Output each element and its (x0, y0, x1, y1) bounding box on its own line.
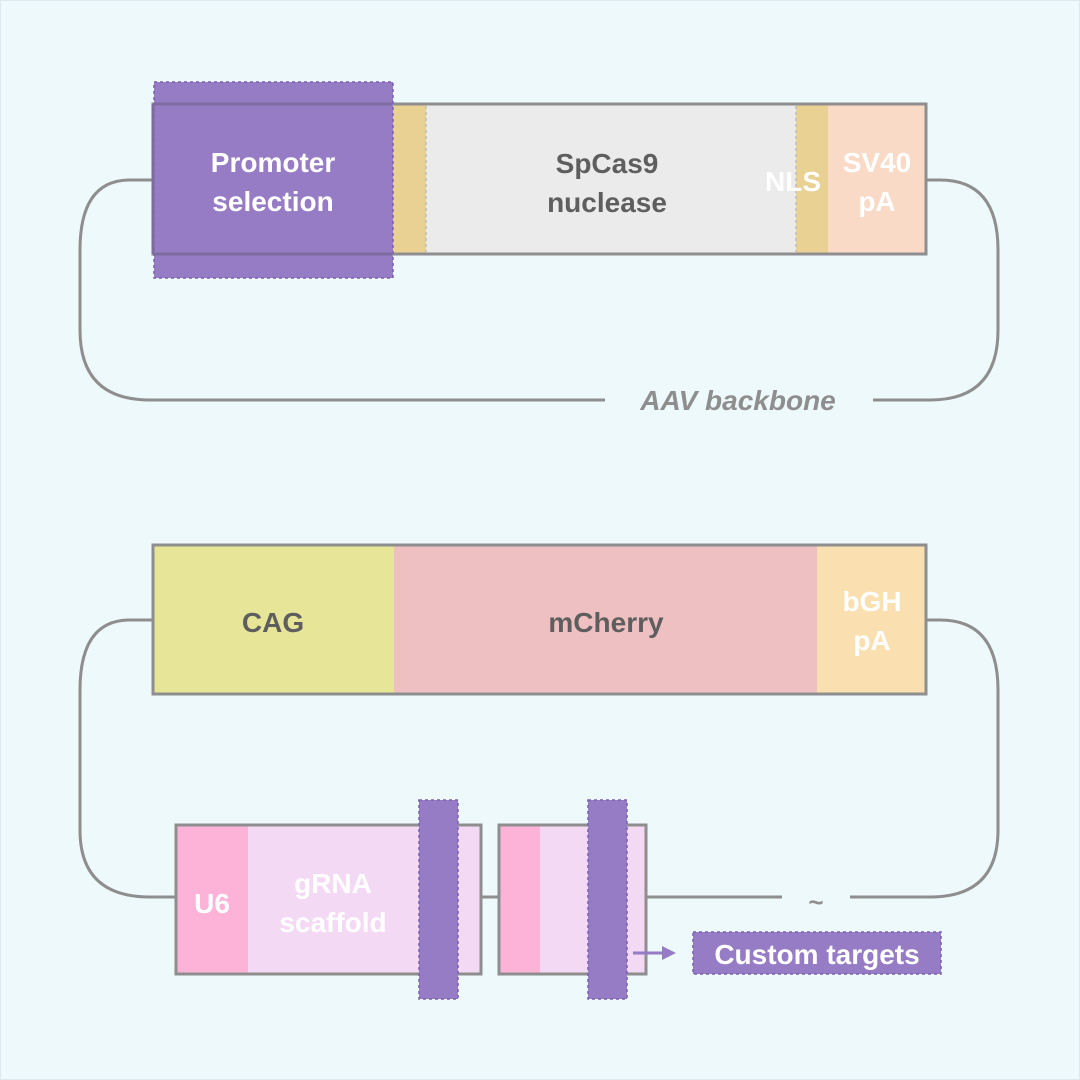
bgh-segment (817, 545, 926, 694)
u6-segment (176, 825, 248, 974)
grna-cassette-2-outline (497, 823, 648, 976)
bgh-label-line1: bGH (842, 586, 901, 617)
mcherry-segment (394, 545, 817, 694)
u6-segment (499, 825, 540, 974)
custom-target-insert[interactable] (418, 799, 459, 1000)
custom-targets-badge[interactable] (692, 931, 942, 975)
continuation-tilde: ~ (808, 887, 823, 917)
grna-cassette-1-outline (174, 823, 483, 976)
sv40-label-line1: SV40 (843, 147, 912, 178)
bgh-label-line2: pA (853, 625, 890, 656)
u6-label: U6 (194, 888, 230, 919)
promoter-label-line2: selection (212, 186, 333, 217)
custom-target-insert[interactable] (587, 799, 628, 1000)
nls-label: NLS (765, 166, 821, 197)
backbone-line-right (873, 178, 1000, 402)
backbone-line-left (78, 178, 605, 402)
cas9-label-line2: nuclease (547, 187, 667, 218)
arrow-icon (662, 946, 676, 960)
cas9-label-line1: SpCas9 (556, 148, 659, 179)
nls-segment (796, 104, 828, 254)
cas9-segment (426, 104, 796, 254)
promoter-label-line1: Promoter (211, 147, 336, 178)
vector-2: ~ CAG mCherry bGH pA U6 gRNA scaffold Cu… (78, 543, 1000, 1000)
scaffold-label-line2: scaffold (279, 907, 386, 938)
custom-targets-label: Custom targets (714, 939, 919, 970)
linker-segment (392, 104, 426, 254)
scaffold-label-line1: gRNA (294, 868, 372, 899)
mcherry-label: mCherry (548, 607, 664, 638)
cag-segment (153, 545, 394, 694)
sv40-label-line2: pA (858, 186, 895, 217)
cag-label: CAG (242, 607, 304, 638)
backbone-line-left (78, 618, 176, 899)
sv40-segment (828, 104, 926, 254)
promoter-selection-segment[interactable] (153, 81, 394, 279)
cassette-2-outline (151, 543, 928, 696)
vector-1: Promoter selection SpCas9 nuclease NLS S… (78, 81, 1000, 416)
backbone-line-right (850, 618, 1000, 899)
backbone-label: AAV backbone (639, 385, 836, 416)
